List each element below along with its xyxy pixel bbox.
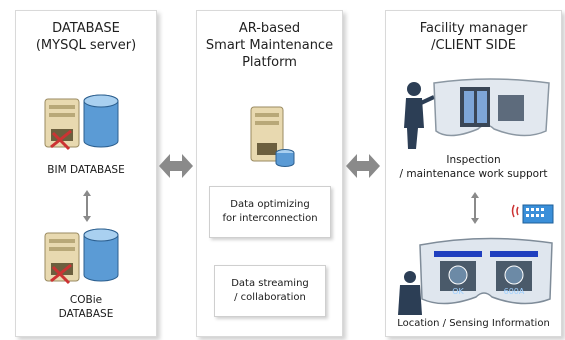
ar-glasses-illustration bbox=[404, 78, 550, 149]
gauge-ok-label: OK bbox=[452, 287, 464, 296]
database-panel: DATABASE (MYSQL server) BIM DATABASE COB… bbox=[15, 10, 157, 337]
data-streaming-box: Data streaming / collaboration bbox=[214, 265, 326, 317]
bim-database-label: BIM DATABASE bbox=[47, 164, 125, 176]
platform-panel: AR-based Smart Maintenance Platform Data… bbox=[196, 10, 343, 337]
cobie-label-line2: DATABASE bbox=[58, 308, 114, 320]
bim-database-icon bbox=[44, 94, 119, 151]
data-optimizing-line1: Data optimizing bbox=[230, 199, 310, 210]
client-title-line2: /CLIENT SIDE bbox=[431, 38, 516, 53]
sensor-icon bbox=[511, 204, 554, 224]
double-arrow-right bbox=[346, 154, 380, 178]
platform-title-line2: Smart Maintenance bbox=[205, 38, 334, 53]
inspection-line2: / maintenance work support bbox=[399, 168, 548, 180]
client-title-line1: Facility manager bbox=[419, 21, 528, 36]
cobie-label-line1: COBie bbox=[69, 294, 103, 306]
data-optimizing-box: Data optimizing for interconnection bbox=[209, 186, 331, 238]
gauge-600a-label: 600A bbox=[503, 287, 525, 296]
data-streaming-line2: / collaboration bbox=[234, 292, 306, 303]
platform-title-line1: AR-based bbox=[238, 21, 301, 36]
client-panel: Facility manager /CLIENT SIDE Inspection… bbox=[385, 10, 562, 337]
vertical-double-arrow-client bbox=[471, 192, 479, 224]
location-sensing-illustration bbox=[398, 237, 553, 315]
data-streaming-line1: Data streaming bbox=[231, 278, 309, 289]
location-sensing-label: Location / Sensing Information bbox=[397, 318, 550, 329]
platform-title-line3: Platform bbox=[242, 55, 297, 70]
database-subtitle: (MYSQL server) bbox=[35, 38, 137, 53]
vertical-double-arrow bbox=[83, 190, 91, 222]
database-title: DATABASE bbox=[52, 21, 120, 36]
server-icon bbox=[250, 106, 295, 167]
cobie-database-icon bbox=[44, 228, 119, 285]
data-optimizing-line2: for interconnection bbox=[222, 213, 318, 224]
double-arrow-left bbox=[159, 154, 193, 178]
inspection-line1: Inspection bbox=[446, 154, 501, 166]
